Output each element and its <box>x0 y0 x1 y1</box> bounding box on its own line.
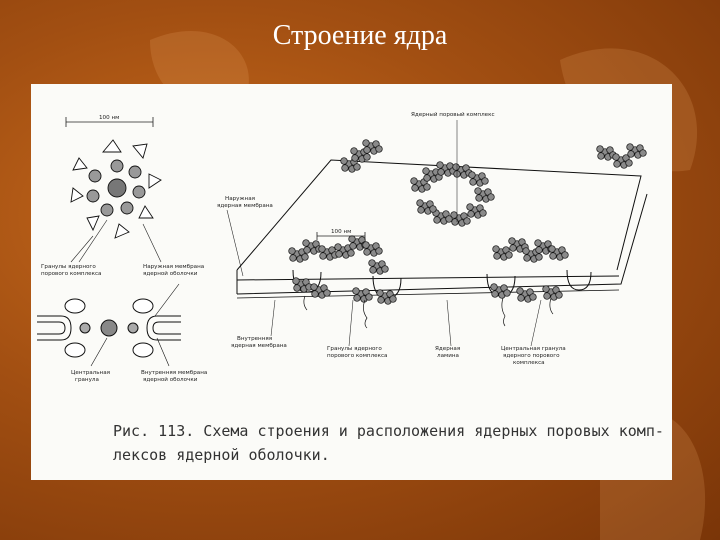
label-lamina-2: ламина <box>437 353 459 359</box>
label-granules-right-2: порового комплекса <box>327 353 388 359</box>
membrane-3d-view <box>236 159 648 299</box>
figure-caption-line-1: Рис. 113. Схема строения и расположения … <box>113 422 664 440</box>
scale-label-right: 100 нм <box>331 229 351 235</box>
label-central-left-1: Центральная <box>71 370 110 376</box>
slide-title: Строение ядра <box>272 20 448 51</box>
label-outer-membrane-right-2: ядерная мембрана <box>217 203 273 209</box>
label-inner-membrane-right-1: Внутренняя <box>237 336 272 342</box>
pore-granule-clusters <box>289 140 647 305</box>
label-inner-membrane-right-2: ядерная мембрана <box>231 343 287 349</box>
label-pore-complex: Ядерный поровый комплекс <box>411 111 495 118</box>
figure-caption-line-2: лексов ядерной оболочки. <box>113 446 330 464</box>
scale-label-left: 100 нм <box>99 115 119 121</box>
label-outer-membrane-left-1: Наружная мембрана <box>143 264 204 270</box>
pore-cross-section <box>37 283 181 367</box>
label-lamina-1: Ядерная <box>435 346 460 352</box>
figure-panel: 100 нм <box>31 84 672 480</box>
label-granules-left-2: порового комплекса <box>41 271 102 277</box>
pore-top-view: 100 нм <box>65 115 162 263</box>
label-granules-left-1: Гранулы ядерного <box>41 264 96 270</box>
label-granules-right-1: Гранулы ядерного <box>327 346 382 352</box>
label-outer-membrane-left-2: ядерной оболочки <box>143 270 198 277</box>
label-central-left-2: гранула <box>75 377 99 383</box>
label-central-right-1: Центральная гранула <box>501 346 566 352</box>
nuclear-pore-diagram: 100 нм <box>37 111 664 464</box>
label-inner-membrane-left-1: Внутренняя мембрана <box>141 370 207 376</box>
filaments <box>303 120 554 329</box>
label-inner-membrane-left-2: ядерной оболочки <box>143 376 198 383</box>
label-outer-membrane-right-1: Наружная <box>225 196 255 202</box>
label-central-right-2: ядерного порового <box>503 353 560 359</box>
label-central-right-3: комплекса <box>513 360 545 366</box>
